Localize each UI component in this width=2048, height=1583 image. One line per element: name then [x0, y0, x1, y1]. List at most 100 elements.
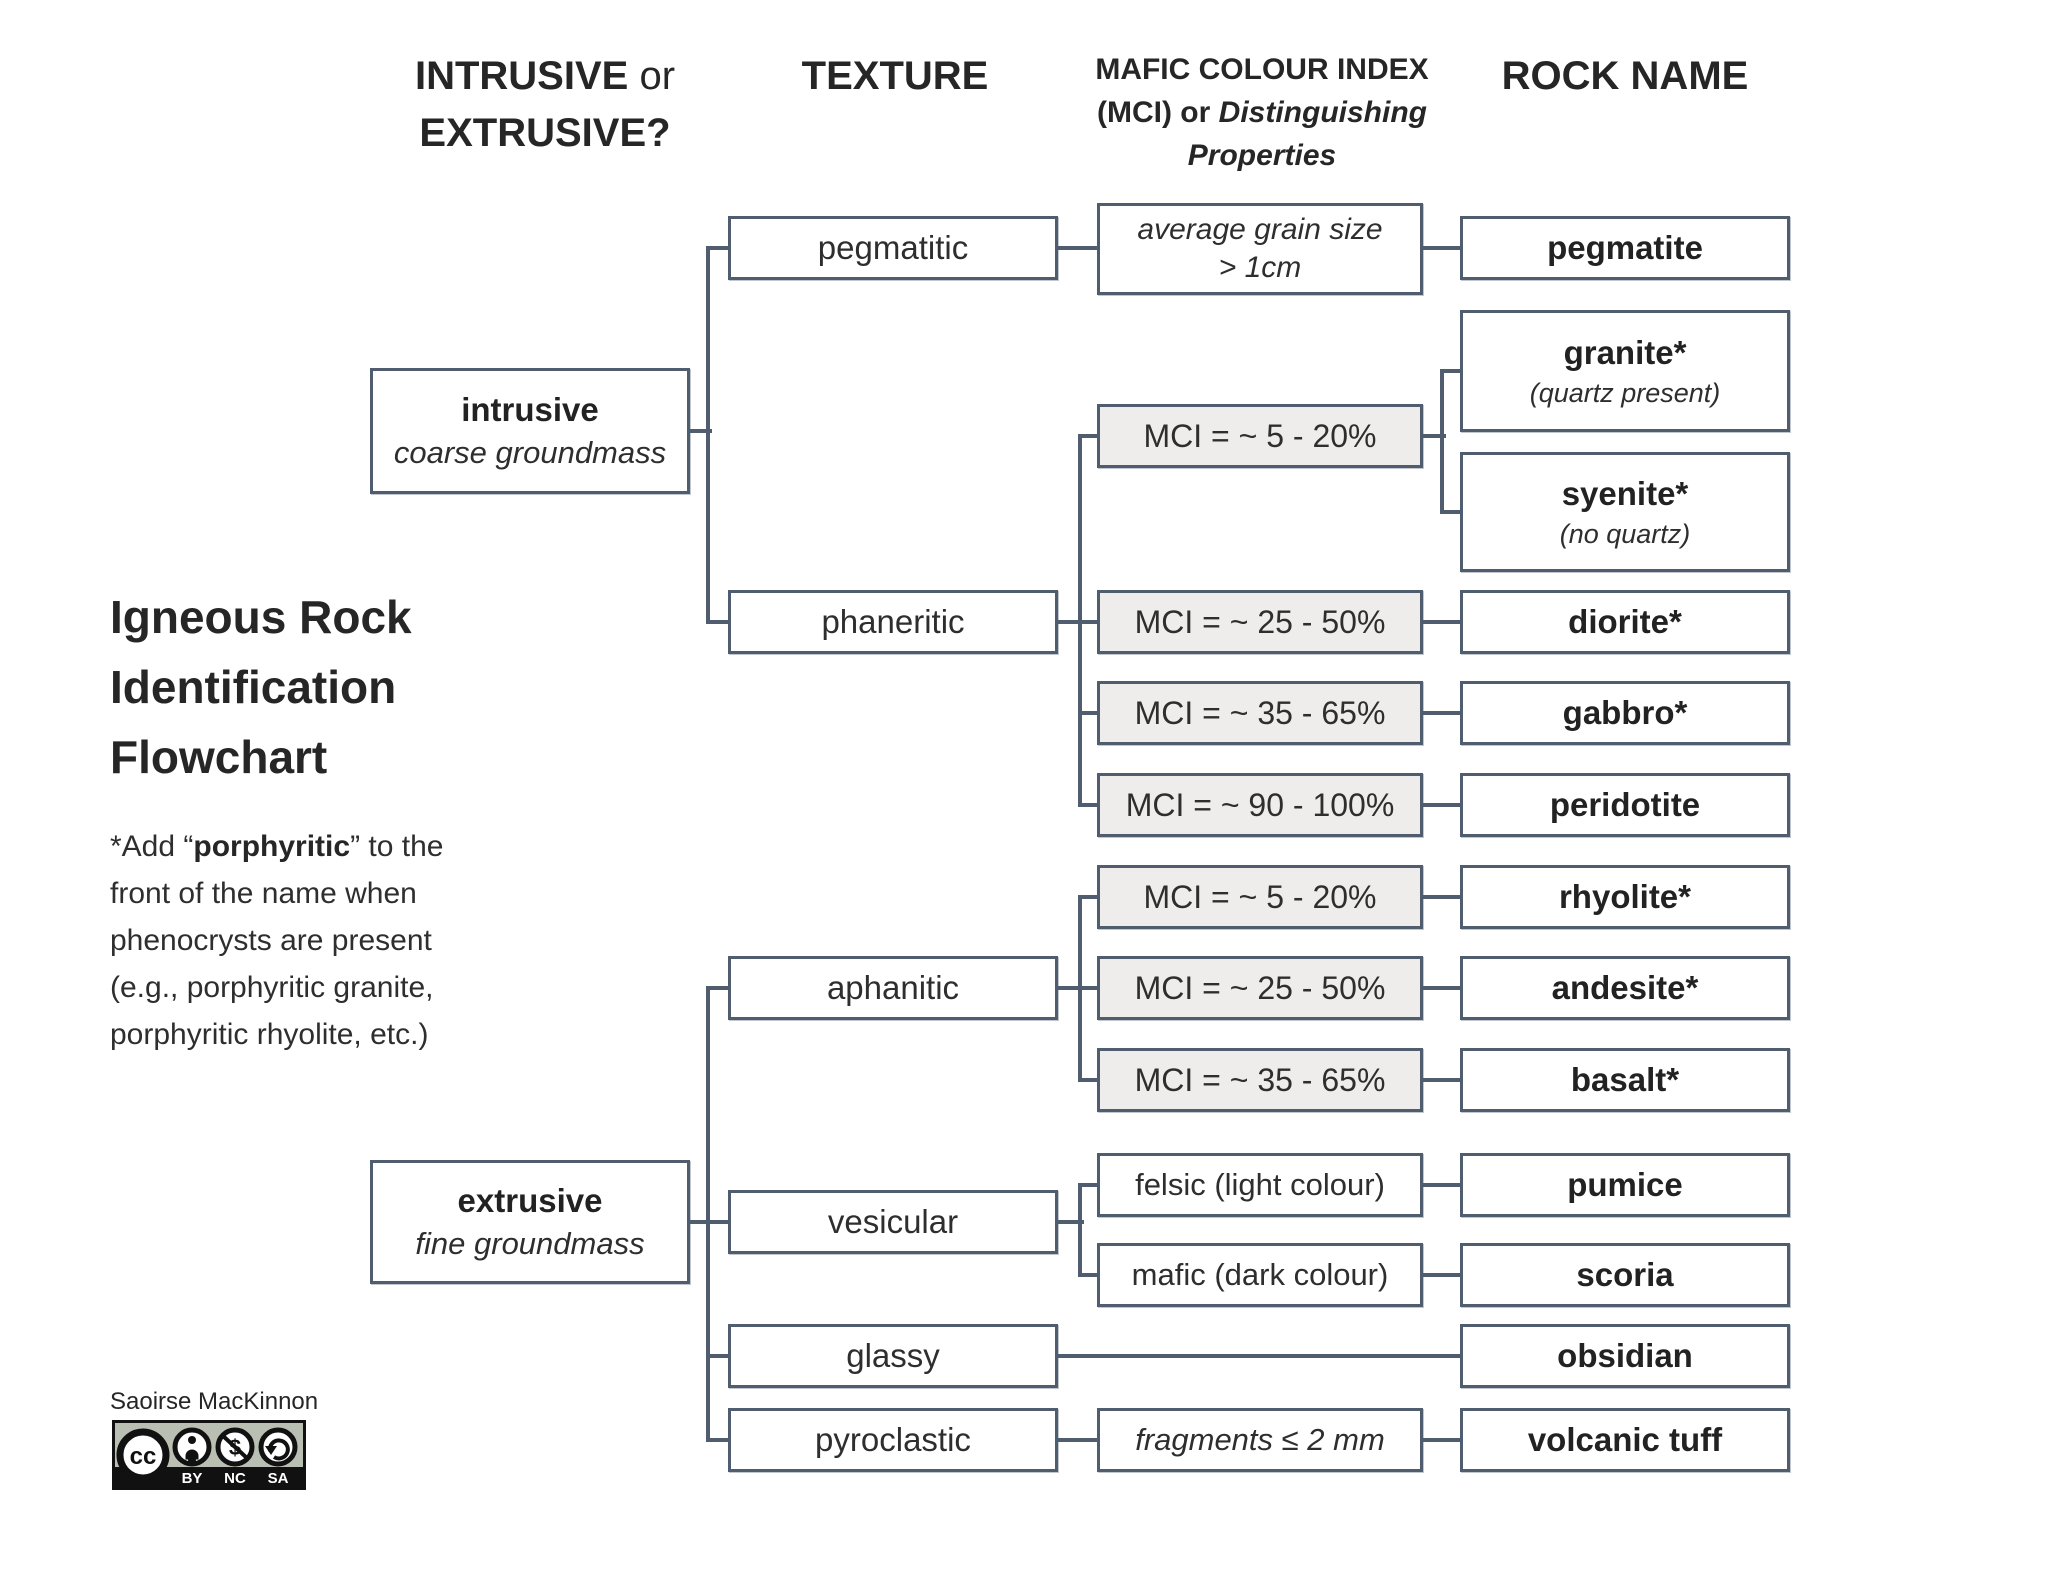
- connector-line: [1080, 711, 1099, 715]
- porphyritic-note: *Add “porphyritic” to the front of the n…: [110, 823, 502, 1058]
- node-mci-35-65-extrusive: MCI = ~ 35 - 65%: [1097, 1048, 1423, 1112]
- connector-line: [1422, 434, 1446, 438]
- header-rock-name: ROCK NAME: [1460, 48, 1790, 105]
- node-scoria: scoria: [1460, 1243, 1790, 1307]
- node-extrusive: extrusive fine groundmass: [370, 1160, 690, 1284]
- node-phaneritic: phaneritic: [728, 590, 1058, 654]
- connector-line: [1080, 986, 1099, 990]
- connector-line: [1422, 895, 1460, 899]
- node-average-grain-size: average grain size > 1cm: [1097, 203, 1423, 295]
- header-texture: TEXTURE: [760, 48, 1030, 105]
- node-label: obsidian: [1557, 1337, 1693, 1374]
- node-fragments: fragments ≤ 2 mm: [1097, 1408, 1423, 1472]
- node-label: pyroclastic: [815, 1421, 971, 1458]
- connector-line: [1422, 803, 1460, 807]
- node-mci-5-20-intrusive: MCI = ~ 5 - 20%: [1097, 404, 1423, 468]
- node-sublabel: (quartz present): [1529, 377, 1721, 408]
- connector-line: [1080, 803, 1099, 807]
- node-mafic: mafic (dark colour): [1097, 1243, 1423, 1307]
- node-label: scoria: [1576, 1256, 1674, 1293]
- node-label: glassy: [846, 1337, 940, 1374]
- connector-line: [1422, 246, 1460, 250]
- connector-line: [708, 620, 730, 624]
- node-label: pegmatite: [1547, 229, 1703, 266]
- connector-line: [708, 986, 730, 990]
- connector-line: [1058, 246, 1097, 250]
- node-label-italic: dark colour: [1224, 1257, 1379, 1292]
- node-label: gabbro*: [1562, 694, 1688, 731]
- node-label: MCI = ~ 90 - 100%: [1125, 786, 1395, 823]
- connector-line: [708, 246, 730, 250]
- header-text: EXTRUSIVE?: [419, 111, 671, 155]
- node-pegmatitic: pegmatitic: [728, 216, 1058, 280]
- svg-text:cc: cc: [130, 1443, 157, 1470]
- connector-line: [706, 246, 710, 624]
- cc-by-nc-sa-image: cc $ BY NC SA: [112, 1420, 306, 1490]
- node-obsidian: obsidian: [1460, 1324, 1790, 1388]
- node-label-part: ): [1378, 1257, 1389, 1292]
- connector-line: [1058, 620, 1084, 624]
- connector-line: [1422, 711, 1460, 715]
- connector-line: [1422, 620, 1460, 624]
- header-text: Properties: [1187, 139, 1337, 172]
- node-vesicular: vesicular: [728, 1190, 1058, 1254]
- connector-line: [1078, 1183, 1082, 1277]
- connector-line: [1422, 986, 1460, 990]
- connector-line: [1422, 1183, 1460, 1187]
- node-diorite: diorite*: [1460, 590, 1790, 654]
- node-label: average grain size: [1137, 213, 1383, 246]
- node-label: MCI = ~ 25 - 50%: [1134, 969, 1386, 1006]
- cc-icon: cc: [116, 1428, 170, 1482]
- node-label: basalt*: [1570, 1061, 1680, 1098]
- node-granite: granite* (quartz present): [1460, 310, 1790, 432]
- node-label: MCI = ~ 5 - 20%: [1143, 878, 1377, 915]
- sa-arrow-icon: [258, 1427, 298, 1467]
- header-intrusive-extrusive: INTRUSIVE or EXTRUSIVE?: [375, 48, 715, 162]
- node-label: extrusive: [457, 1182, 603, 1219]
- node-sublabel: fine groundmass: [415, 1226, 645, 1261]
- header-line: EXTRUSIVE?: [375, 105, 715, 162]
- connector-line: [708, 1220, 730, 1224]
- connector-line: [690, 429, 712, 433]
- header-text: ROCK NAME: [1501, 54, 1749, 98]
- node-mci-25-50-extrusive: MCI = ~ 25 - 50%: [1097, 956, 1423, 1020]
- node-aphanitic: aphanitic: [728, 956, 1058, 1020]
- page-title-line1: Igneous Rock: [110, 591, 412, 643]
- nc-label: NC: [224, 1470, 246, 1487]
- node-basalt: basalt*: [1460, 1048, 1790, 1112]
- node-label: MCI = ~ 35 - 65%: [1134, 694, 1386, 731]
- connector-line: [1058, 1438, 1099, 1442]
- header-text: INTRUSIVE: [414, 54, 629, 98]
- note-bold-text: porphyritic: [193, 830, 351, 863]
- node-syenite: syenite* (no quartz): [1460, 452, 1790, 572]
- connector-line: [1078, 434, 1082, 807]
- node-label: MCI = ~ 35 - 65%: [1134, 1061, 1386, 1098]
- node-felsic: felsic (light colour): [1097, 1153, 1423, 1217]
- node-label: granite*: [1563, 333, 1687, 371]
- header-text: MAFIC COLOUR INDEX: [1095, 53, 1429, 86]
- connector-line: [1058, 986, 1084, 990]
- node-mci-5-20-extrusive: MCI = ~ 5 - 20%: [1097, 865, 1423, 929]
- header-line: (MCI) or Distinguishing: [1082, 91, 1442, 134]
- node-label: diorite*: [1568, 603, 1682, 640]
- node-label: felsic (light colour): [1135, 1167, 1385, 1203]
- header-mafic-colour-index: MAFIC COLOUR INDEX (MCI) or Distinguishi…: [1082, 48, 1442, 177]
- connector-line: [1080, 620, 1099, 624]
- node-label: phaneritic: [821, 603, 965, 640]
- node-intrusive: intrusive coarse groundmass: [370, 368, 690, 494]
- node-label: pegmatitic: [817, 229, 969, 266]
- cc-license-badge: cc $ BY NC SA: [112, 1420, 306, 1495]
- connector-line: [1058, 1220, 1084, 1224]
- node-pyroclastic: pyroclastic: [728, 1408, 1058, 1472]
- node-mci-25-50-intrusive: MCI = ~ 25 - 50%: [1097, 590, 1423, 654]
- connector-line: [708, 1438, 730, 1442]
- node-mci-90-100: MCI = ~ 90 - 100%: [1097, 773, 1423, 837]
- header-line: INTRUSIVE or: [375, 48, 715, 105]
- node-volcanic-tuff: volcanic tuff: [1460, 1408, 1790, 1472]
- connector-line: [1422, 1078, 1460, 1082]
- node-label-part: ): [1374, 1167, 1385, 1202]
- connector-line: [1080, 1078, 1099, 1082]
- header-text: (MCI) or: [1097, 96, 1211, 129]
- node-rhyolite: rhyolite*: [1460, 865, 1790, 929]
- connector-line: [1442, 369, 1462, 373]
